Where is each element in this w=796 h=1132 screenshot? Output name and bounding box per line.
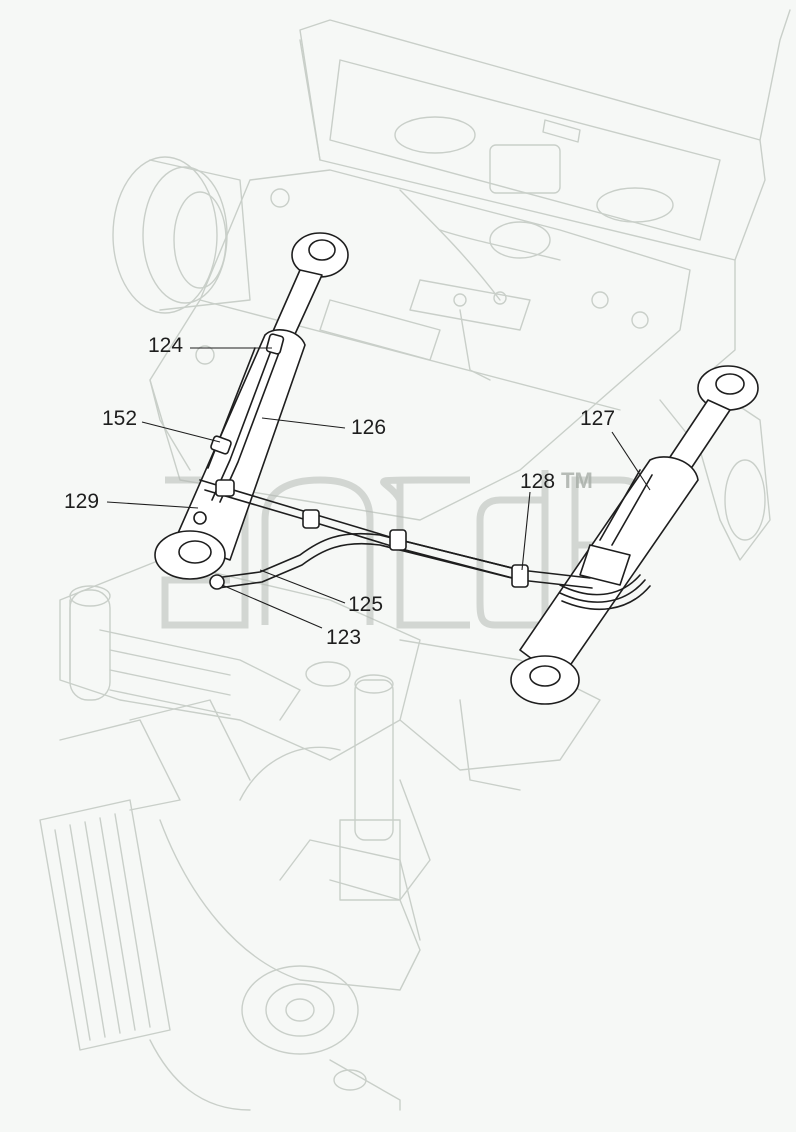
left-steering-cylinder (154, 232, 349, 580)
leader-lines (106, 347, 651, 629)
callout-125: 125 (348, 593, 383, 616)
background-chassis (39, 9, 791, 1111)
watermark-tm-mark: TM (561, 468, 593, 493)
callout-129: 129 (64, 490, 99, 513)
callout-127: 127 (580, 407, 615, 430)
callout-123: 123 (326, 626, 361, 649)
callout-152: 152 (102, 407, 137, 430)
callout-124: 124 (148, 334, 183, 357)
right-steering-cylinder (510, 365, 759, 705)
callout-labels: 124 152 126 129 127 128 125 123 (64, 334, 615, 649)
callout-128: 128 (520, 470, 555, 493)
callout-126: 126 (351, 416, 386, 439)
